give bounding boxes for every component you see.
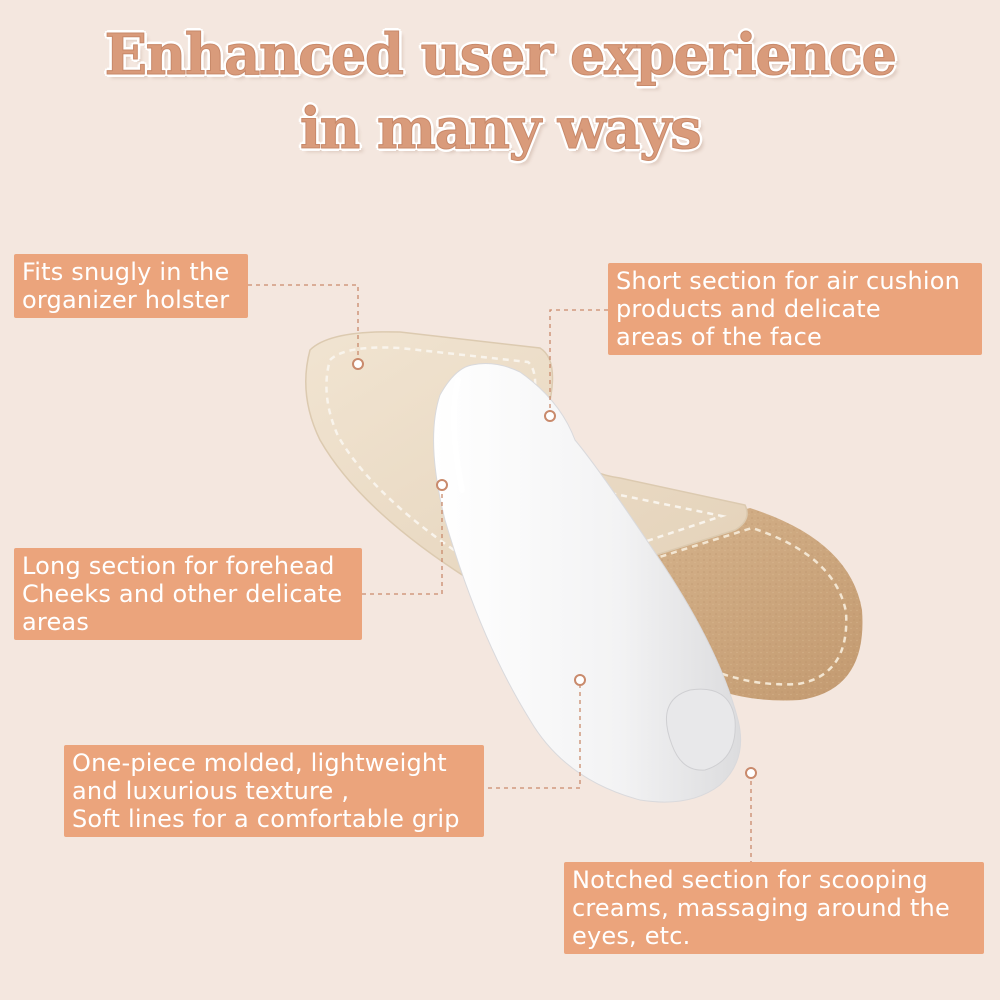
page-title-line-2: in many ways bbox=[299, 96, 702, 163]
callout-long-section-line-1: Long section for forehead bbox=[22, 552, 335, 580]
callout-short-section-line-1: Short section for air cushion bbox=[616, 267, 961, 295]
callout-short-section-line-3: areas of the face bbox=[616, 323, 822, 351]
callout-notched-line-3: eyes, etc. bbox=[572, 922, 691, 950]
callout-long-section-line-2: Cheeks and other delicate bbox=[22, 580, 343, 608]
callout-long-section: Long section for forehead Cheeks and oth… bbox=[14, 548, 362, 640]
callout-molded-line-2: and luxurious texture , bbox=[72, 777, 350, 805]
leader-lines bbox=[248, 284, 752, 862]
anchor-dots bbox=[352, 358, 757, 779]
callout-holster-line-2: organizer holster bbox=[22, 286, 230, 314]
callout-holster: Fits snugly in the organizer holster bbox=[14, 254, 248, 318]
callout-notched: Notched section for scooping creams, mas… bbox=[564, 862, 984, 954]
callout-molded: One-piece molded, lightweight and luxuri… bbox=[64, 745, 484, 837]
callout-short-section-line-2: products and delicate bbox=[616, 295, 881, 323]
callout-notched-line-1: Notched section for scooping bbox=[572, 866, 928, 894]
page-title-line-1: Enhanced user experience bbox=[104, 22, 898, 89]
callout-notched-line-2: creams, massaging around the bbox=[572, 894, 950, 922]
callout-molded-line-3: Soft lines for a comfortable grip bbox=[72, 805, 460, 833]
callout-holster-line-1: Fits snugly in the bbox=[22, 258, 230, 286]
callout-short-section: Short section for air cushion products a… bbox=[608, 263, 982, 355]
callout-long-section-line-3: areas bbox=[22, 608, 90, 636]
callout-molded-line-1: One-piece molded, lightweight bbox=[72, 749, 447, 777]
